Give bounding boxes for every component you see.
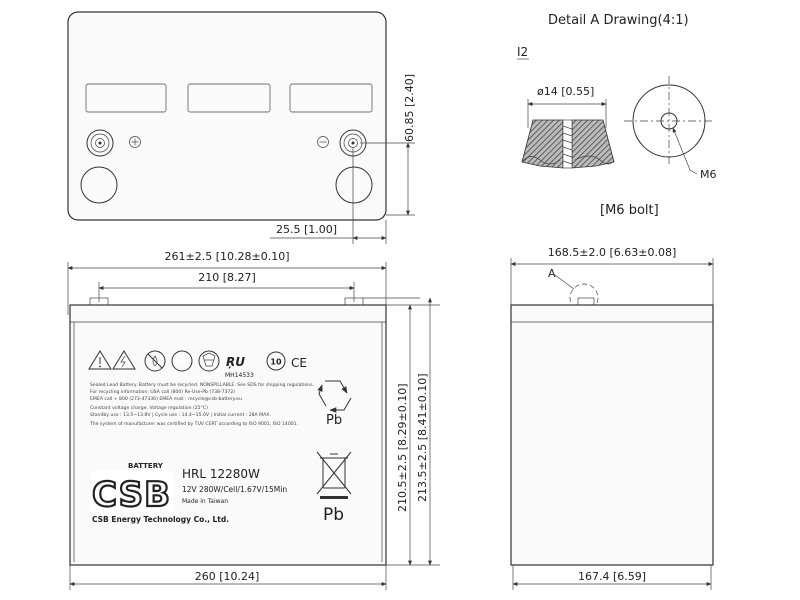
recycle-pb: Pb <box>326 413 342 428</box>
plus-icon <box>129 136 141 148</box>
side-case-outline <box>510 304 714 566</box>
bolt-label: M6 <box>700 168 717 181</box>
svg-text:10: 10 <box>270 358 282 367</box>
front-overall-width-dim: 261±2.5 [10.28±0.10] <box>165 250 290 263</box>
fine-print-line: For recycling information: USA call (800… <box>90 389 235 395</box>
front-base-width-dim: 260 [10.24] <box>195 570 260 583</box>
side-overall-depth-dim: 168.5±2.0 [6.63±0.08] <box>548 246 676 259</box>
model-name: HRL 12280W <box>182 467 260 481</box>
front-terminal-spacing-dim: 210 [8.27] <box>198 271 256 284</box>
origin: Made in Taiwan <box>182 498 228 505</box>
ce-mark: CE <box>291 356 307 370</box>
brand-logo: CSB <box>92 475 171 515</box>
csb-logo: BATTERY CSB <box>90 462 174 516</box>
front-view: 261±2.5 [10.28±0.10] 210 [8.27] 210.5±2.… <box>67 250 440 590</box>
top-offset-dim: 25.5 [1.00] <box>276 223 337 236</box>
no-fire-icon <box>144 350 166 372</box>
fine-print-line: The system of manufacturer was certified… <box>89 421 298 427</box>
minus-icon <box>317 136 329 148</box>
svg-text:ŖU: ŖU <box>226 355 245 369</box>
brand-small: BATTERY <box>128 462 164 470</box>
top-view: 60.85 [2.40] 25.5 [1.00] <box>67 11 416 244</box>
acid-hazard-icon <box>198 350 220 372</box>
front-case-outline <box>69 304 387 566</box>
electric-hazard-icon <box>112 350 136 370</box>
detail-callout: A <box>548 267 556 280</box>
hole-dim: ø14 [0.55] <box>537 85 594 98</box>
rating: 12V 280W/Cell/1.67V/15Min <box>182 485 287 494</box>
bin-pb: Pb <box>323 505 344 525</box>
front-height-total-dim: 213.5±2.5 [8.41±0.10] <box>416 374 429 502</box>
top-vent-right <box>289 83 373 113</box>
company-name: CSB Energy Technology Co., Ltd. <box>92 515 229 524</box>
fine-print-line: EMEA call + 800 (273-47336) EMEA mail : … <box>90 396 242 402</box>
warning-triangle-icon <box>88 350 112 370</box>
top-height-dim: 60.85 [2.40] <box>403 74 416 142</box>
terminal-left <box>86 129 114 157</box>
fine-print-line: Constant voltage charge. Voltage regulat… <box>90 405 208 411</box>
top-vent-center <box>187 83 271 113</box>
fine-print-line: Standby use : 13.5~13.8V | Cycle use : 1… <box>90 412 271 418</box>
side-base-depth-dim: 167.4 [6.59] <box>578 570 646 583</box>
detail-title: Detail A Drawing(4:1) <box>548 13 689 28</box>
terminal-code: I2 <box>517 45 528 59</box>
recycle-icon <box>317 380 352 413</box>
detail-a: Detail A Drawing(4:1) I2 ø14 [0.55] M6 [… <box>517 13 717 218</box>
side-view: 168.5±2.0 [6.63±0.08] A 167.4 [6.59] <box>510 246 714 590</box>
warning-icons-row: ŖU MH14533 10 CE <box>88 350 307 379</box>
front-height-case-dim: 210.5±2.5 [8.29±0.10] <box>396 384 409 512</box>
terminal-plan-view <box>624 76 714 175</box>
fine-print-block: Sealed Lead Battery. Battery must be rec… <box>89 382 314 427</box>
terminal-cross-section <box>521 99 615 169</box>
bolt-caption: [M6 bolt] <box>600 203 659 218</box>
crossed-bin-icon <box>316 451 352 499</box>
detail-a-circle <box>569 283 599 313</box>
ul-recognized-icon: ŖU MH14533 <box>225 355 254 379</box>
recycle-10-icon: 10 <box>266 351 286 371</box>
cert-mark: MH14533 <box>225 372 254 379</box>
fine-print-line: Sealed Lead Battery. Battery must be rec… <box>90 382 314 388</box>
handle-recess-left <box>80 166 118 204</box>
top-view-outline <box>67 11 387 221</box>
top-vent-left <box>85 83 167 113</box>
handle-recess-right <box>335 166 373 204</box>
eye-protection-icon <box>171 350 193 372</box>
